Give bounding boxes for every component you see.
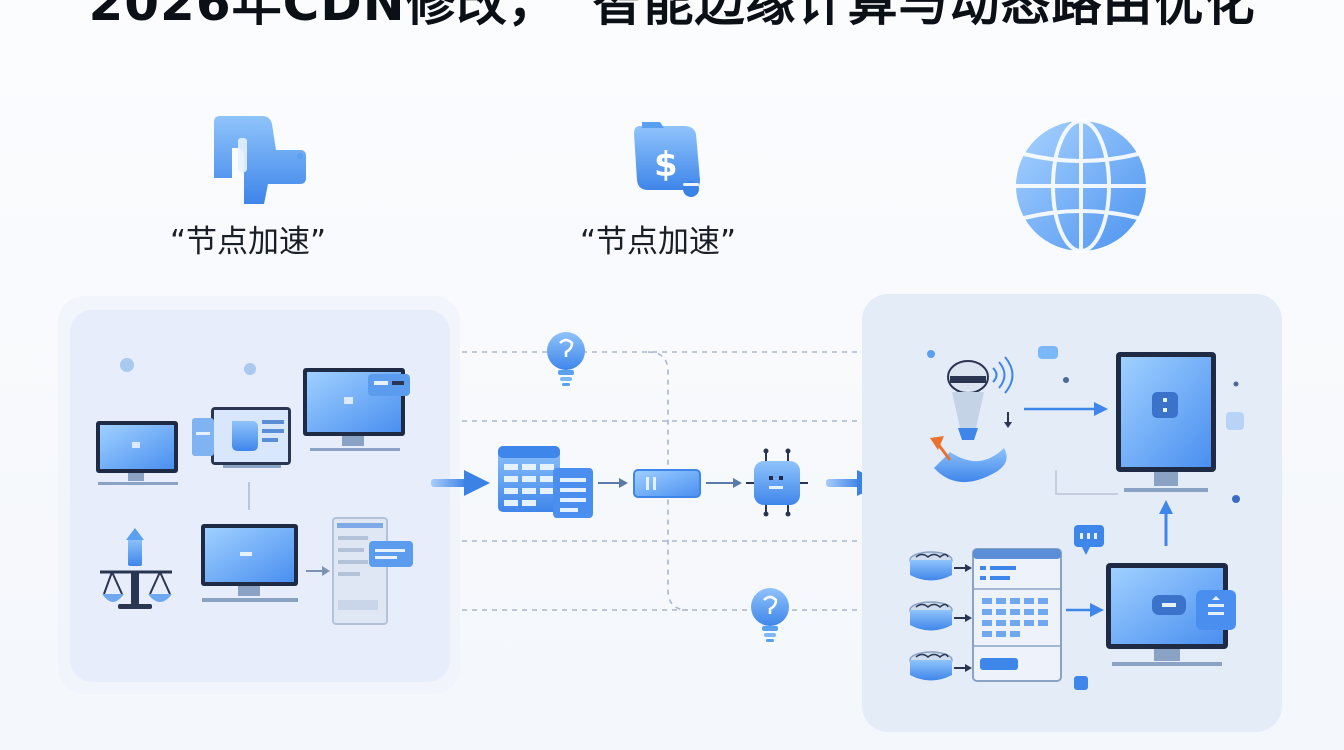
form-window-icon (972, 548, 1062, 682)
dot-decoration (1063, 377, 1069, 383)
node-acceleration-icon (214, 116, 306, 204)
dot-decoration (244, 363, 256, 375)
flow-arrow (1024, 402, 1108, 416)
middle-node-label: “节点加速” (580, 224, 737, 260)
monitor-icon (201, 524, 298, 602)
svg-text:$: $ (654, 145, 678, 185)
dollar-document-icon: $ (634, 122, 700, 197)
router-capsule-icon (633, 469, 701, 498)
dot-decoration (927, 350, 935, 358)
square-decoration (1074, 676, 1088, 690)
data-table-icon (498, 446, 593, 518)
globe-icon (1016, 119, 1146, 253)
flow-arrow (431, 470, 490, 496)
message-icon (1074, 525, 1104, 555)
dot-decoration (1232, 495, 1240, 503)
database-icon (909, 551, 953, 581)
flow-arrow (954, 564, 972, 672)
flow-arrow (706, 478, 742, 488)
monitor-icon (1116, 352, 1216, 492)
lightbulb-icon (547, 332, 585, 386)
source-devices-panel (58, 296, 460, 694)
connector-line (1055, 470, 1118, 495)
page-title: 2026年CDN修改，“智能边缘计算与动态路由优化 (88, 0, 1256, 32)
flow-arrow-up (1159, 500, 1173, 546)
arrow-icon (306, 566, 330, 576)
square-decoration (1226, 412, 1244, 430)
load-balancer-icon (100, 528, 172, 609)
monitor-icon (303, 368, 410, 451)
monitor-icon (96, 421, 178, 485)
dot-decoration (120, 358, 134, 372)
monitor-icon (1106, 563, 1236, 666)
dot-decoration (1233, 381, 1239, 387)
database-icon (909, 651, 953, 681)
lightbulb-icon (751, 588, 789, 642)
flow-arrow (1066, 603, 1104, 617)
edge-ai-robot-icon (930, 356, 1014, 483)
database-icon (909, 601, 953, 631)
server-rack-icon (332, 517, 413, 625)
browser-window-icon (192, 407, 291, 468)
flow-arrow (598, 478, 628, 488)
edge-chip-icon (746, 448, 808, 517)
left-node-label: “节点加速” (170, 224, 327, 260)
chat-bubble-icon (1038, 346, 1058, 359)
